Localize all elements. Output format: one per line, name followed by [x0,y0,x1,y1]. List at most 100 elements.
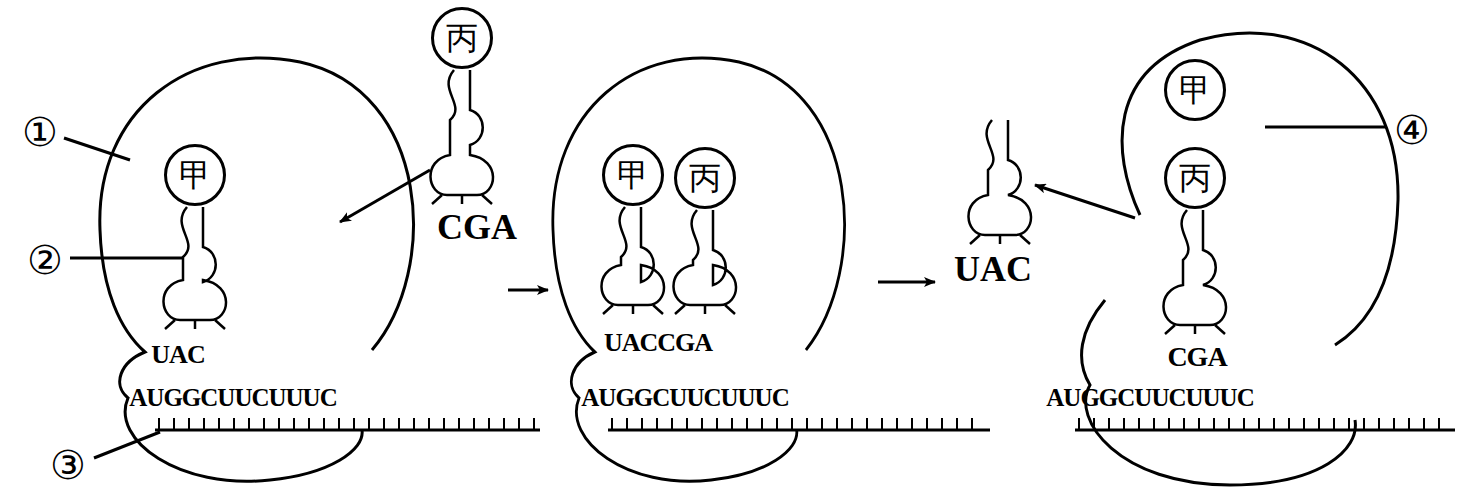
amino-acid-circle: 甲 [164,144,226,206]
trna [163,207,226,329]
base-tick [656,418,658,430]
base-tick [218,418,220,430]
arrow [1035,185,1135,218]
base-tick [203,418,205,430]
mrna-backbone [155,429,540,432]
trna-outline [1163,210,1226,325]
base-tick [836,418,838,430]
base-tick [293,418,295,430]
callout-number: ④ [1394,109,1430,151]
base-tick [165,320,175,329]
trna [968,120,1031,244]
base-tick [653,305,663,314]
base-tick [926,418,928,430]
base-tick [1093,418,1095,430]
base-tick [308,418,310,430]
base-tick [731,418,733,430]
amino-acid-name: 丙 [446,22,478,54]
base-tick [896,418,898,430]
base-tick [338,418,340,430]
base-tick [278,418,280,430]
base-tick [701,418,703,430]
base-tick [1243,418,1245,430]
base-tick [488,418,490,430]
base-tick [1348,418,1350,430]
base-tick [821,418,823,430]
mrna-backbone [1075,429,1455,432]
base-tick [443,418,445,430]
base-sequence: AUGGCUUCUUUC [129,385,336,411]
base-tick [1078,418,1080,430]
base-tick [194,320,197,329]
mrna-backbone [608,429,990,432]
leader-line [94,432,160,458]
base-tick [1258,418,1260,430]
base-tick [1318,418,1320,430]
callout-number: ② [27,239,63,281]
base-tick [432,195,442,204]
callout-number: ① [22,111,58,153]
base-tick [716,418,718,430]
base-tick [1438,418,1440,430]
base-tick [761,418,763,430]
base-tick [1288,418,1290,430]
base-tick [956,418,958,430]
base-tick [383,418,385,430]
base-sequence: UAC [954,251,1032,289]
base-tick [1303,418,1305,430]
base-tick [461,195,464,204]
base-tick [533,418,535,430]
leader-line [64,138,130,160]
trna [601,207,664,314]
base-tick [458,418,460,430]
base-tick [368,418,370,430]
base-tick [1198,418,1200,430]
trna-outline [601,207,664,305]
base-tick [1378,418,1380,430]
base-tick [970,235,980,244]
base-tick [482,195,492,204]
base-sequence: CGA [437,209,517,247]
trna [430,70,493,204]
base-tick [233,418,235,430]
amino-acid-circle: 甲 [1164,59,1226,121]
base-tick [1183,418,1185,430]
trna-outline [163,207,226,320]
trna-outline [968,120,1031,235]
amino-acid-name: 丙 [689,162,721,194]
base-tick [603,305,613,314]
arrow [878,281,935,284]
base-tick [851,418,853,430]
base-tick [413,418,415,430]
base-tick [611,418,613,430]
base-tick [1423,418,1425,430]
base-tick [1273,418,1275,430]
base-tick [503,418,505,430]
trna [673,210,736,314]
trna-outline [430,70,493,195]
amino-acid-circle: 丙 [1164,147,1226,209]
base-tick [428,418,430,430]
base-tick [158,418,160,430]
amino-acid-name: 甲 [617,159,649,191]
base-tick [671,418,673,430]
arrow [508,289,548,292]
base-tick [626,418,628,430]
base-tick [1153,418,1155,430]
mrna-strand [155,418,540,430]
base-tick [641,418,643,430]
base-tick [1393,418,1395,430]
amino-acid-circle: 丙 [674,147,736,209]
amino-acid-name: 丙 [1179,162,1211,194]
base-tick [1215,325,1225,334]
ribosome [553,58,845,481]
base-sequence: UACCGA [604,329,712,356]
base-tick [1333,418,1335,430]
mrna-strand [608,418,990,430]
leader-line [70,257,184,260]
base-tick [911,418,913,430]
base-tick [881,418,883,430]
base-tick [248,418,250,430]
